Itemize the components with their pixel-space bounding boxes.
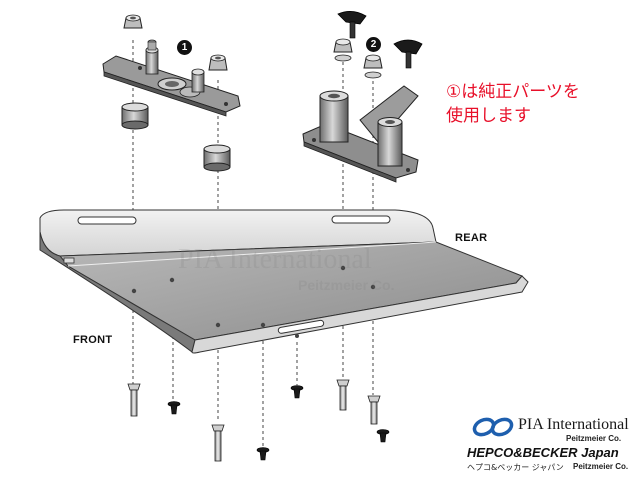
brand-hepco-text: HEPCO&BECKER Japan — [467, 445, 619, 460]
spacer-right — [203, 144, 231, 172]
watermark-text: PIA International — [178, 244, 372, 275]
plate-side-wall — [39, 231, 196, 353]
bolt-4 — [367, 395, 381, 425]
nut-part2-right — [363, 54, 383, 79]
watermark-subtext: Peitzmeier Co. — [298, 277, 395, 293]
rear-slot-left — [77, 216, 137, 225]
rivet-1 — [167, 401, 181, 415]
brand-peitzmeier-bottom: Peitzmeier Co. — [573, 462, 629, 471]
rivet-2 — [290, 385, 304, 399]
genuine-parts-note: ①は純正パーツを 使用します — [446, 80, 636, 128]
part-2-marker: 2 — [366, 37, 381, 52]
brand-japanese-text: ヘプコ&ベッカー ジャパン — [467, 463, 564, 472]
rivet-4 — [376, 429, 390, 443]
plate-holes — [131, 265, 376, 338]
nut-part2-left — [333, 38, 353, 62]
spacer-left — [121, 102, 149, 130]
plastic-rivets — [167, 385, 390, 461]
pia-logo-icon — [472, 417, 514, 437]
skid-plate — [39, 209, 529, 354]
rivet-3 — [256, 447, 270, 461]
brand-pia-text: PIA International — [518, 416, 629, 433]
front-slot — [277, 319, 325, 334]
knob-right — [393, 39, 423, 69]
front-label: FRONT — [73, 334, 113, 346]
bolt-3 — [336, 379, 350, 411]
bracket-part-1 — [102, 39, 241, 117]
brand-logo: PIA International Peitzmeier Co. HEPCO&B… — [462, 414, 638, 478]
brand-peitzmeier-top: Peitzmeier Co. — [566, 434, 622, 443]
bolt-2 — [211, 424, 225, 462]
part-1-marker: 1 — [177, 40, 192, 55]
bolt-1 — [127, 383, 141, 417]
rear-label: REAR — [455, 232, 488, 244]
note-line-1: ①は純正パーツを — [446, 82, 580, 102]
knob-left — [337, 11, 367, 39]
bracket-part-2 — [302, 85, 419, 183]
note-line-2: 使用します — [446, 106, 531, 126]
rear-slot-right — [331, 215, 391, 224]
plate-front-lip — [191, 275, 529, 354]
nut-part1-left — [123, 14, 143, 29]
nut-part1-right — [208, 54, 228, 71]
bolts — [127, 379, 381, 462]
